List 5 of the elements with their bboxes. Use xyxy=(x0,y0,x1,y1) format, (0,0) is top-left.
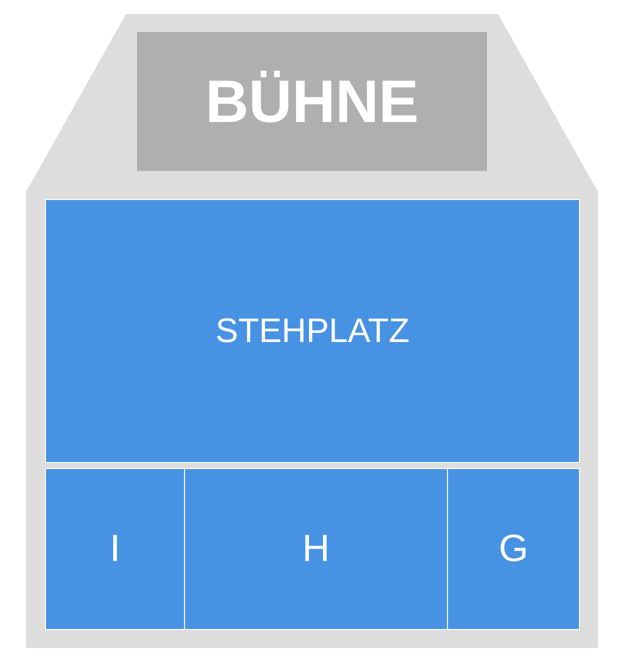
seating-block: G xyxy=(447,468,580,630)
standing-area: STEHPLATZ xyxy=(45,199,580,463)
stage-area: BÜHNE xyxy=(137,32,487,171)
seating-block: I xyxy=(45,468,185,630)
seating-block: H xyxy=(184,468,448,630)
